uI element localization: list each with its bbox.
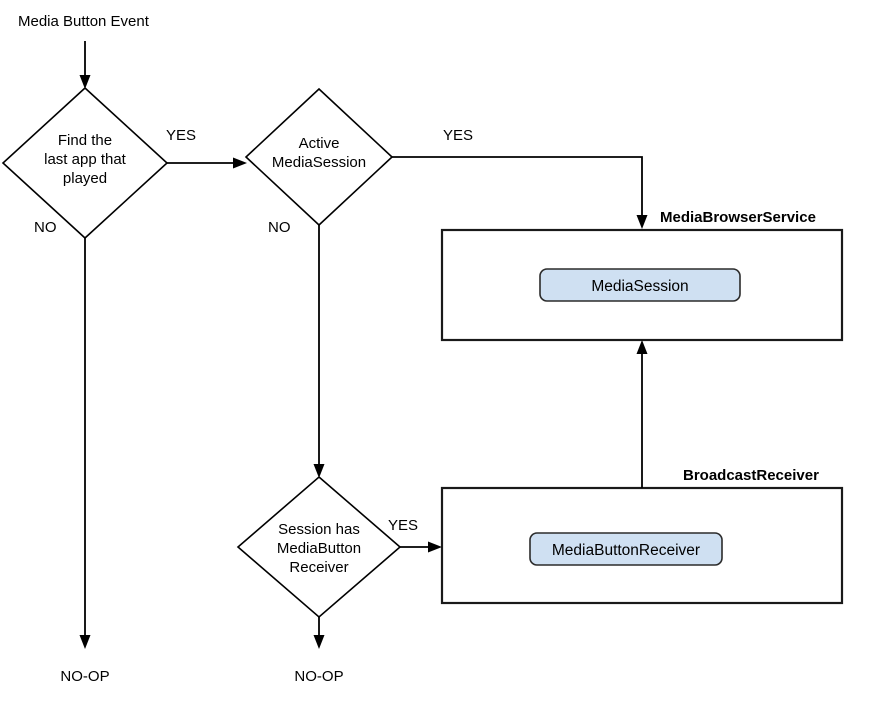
edge-find-last-app-yes: YES (166, 127, 247, 169)
decision-find-last-app-line-3: played (63, 170, 107, 187)
entry-label: Media Button Event (18, 13, 150, 30)
decision-session-has-receiver-line-2: MediaButton (277, 540, 361, 557)
arrowhead-icon (636, 215, 648, 229)
edge-entry-to-find-last-app (79, 41, 91, 89)
arrowhead-icon (636, 340, 648, 354)
decision-active-mediasession-line-2: MediaSession (272, 154, 366, 171)
container-broadcastreceiver[interactable]: BroadcastReceiver MediaButtonReceiver (440, 467, 844, 605)
arrowhead-icon (428, 541, 442, 553)
edge-broadcastreceiver-to-mediabrowserservice (636, 340, 648, 488)
arrowhead-icon (313, 464, 325, 478)
decision-active-mediasession-line-1: Active (299, 135, 340, 152)
edge-find-last-app-no: NO (34, 219, 91, 649)
container-mediabrowserservice-title: MediaBrowserService (660, 209, 816, 226)
arrowhead-icon (79, 635, 91, 649)
edge-label-session-has-receiver-yes: YES (388, 517, 418, 534)
edge-session-has-receiver-no (313, 617, 325, 649)
edge-active-mediasession-yes: YES (392, 127, 648, 229)
arrowhead-icon (313, 635, 325, 649)
terminal-no-op-middle: NO-OP (294, 668, 343, 685)
edge-active-mediasession-no: NO (268, 219, 325, 478)
decision-session-has-receiver-line-1: Session has (278, 521, 360, 538)
decision-find-last-app-line-2: last app that (44, 151, 127, 168)
container-mediabrowserservice[interactable]: MediaBrowserService MediaSession (440, 209, 844, 342)
edge-session-has-receiver-yes: YES (388, 517, 442, 553)
arrowhead-icon (233, 157, 247, 169)
edge-label-find-last-app-yes: YES (166, 127, 196, 144)
node-mediasession-label: MediaSession (591, 278, 688, 295)
decision-active-mediasession[interactable]: Active MediaSession (244, 87, 394, 227)
edge-label-active-mediasession-yes: YES (443, 127, 473, 144)
node-mediabuttonreceiver-label: MediaButtonReceiver (552, 542, 700, 559)
decision-session-has-mediabutton-receiver[interactable]: Session has MediaButton Receiver (236, 475, 402, 619)
arrowhead-icon (79, 75, 91, 89)
edge-label-find-last-app-no: NO (34, 219, 57, 236)
edge-label-active-mediasession-no: NO (268, 219, 291, 236)
decision-find-last-app[interactable]: Find the last app that played (1, 86, 169, 240)
node-mediasession[interactable]: MediaSession (539, 268, 741, 302)
terminal-no-op-left: NO-OP (60, 668, 109, 685)
container-broadcastreceiver-title: BroadcastReceiver (683, 467, 819, 484)
decision-find-last-app-line-1: Find the (58, 132, 112, 149)
decision-session-has-receiver-line-3: Receiver (289, 559, 348, 576)
node-mediabuttonreceiver[interactable]: MediaButtonReceiver (529, 532, 723, 566)
